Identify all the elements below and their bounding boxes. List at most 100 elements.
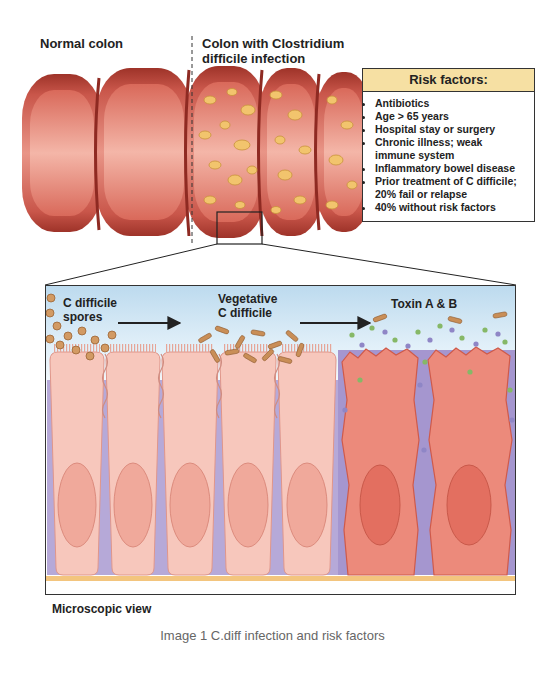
toxin-dot xyxy=(507,387,512,392)
risk-item: 40% without risk factors xyxy=(375,201,522,214)
plaque xyxy=(247,166,257,174)
risk-item: Age > 65 years xyxy=(375,110,522,123)
bacterium-rod xyxy=(235,335,246,349)
zoom-box xyxy=(217,212,262,244)
plaque xyxy=(278,170,292,180)
toxin-dot xyxy=(449,327,454,332)
bullet-list: AntibioticsAge > 65 yearsHospital stay o… xyxy=(363,92,534,214)
figure-caption: Image 1 C.diff infection and risk factor… xyxy=(0,628,545,643)
plaque xyxy=(209,161,221,169)
plaque xyxy=(271,207,281,214)
toxin-dot xyxy=(421,447,426,452)
toxin-dot xyxy=(467,369,472,374)
spore xyxy=(56,341,64,349)
region-label: Normal colon xyxy=(40,36,180,51)
toxin-dot xyxy=(349,332,354,337)
toxin-dot xyxy=(482,327,487,332)
spore xyxy=(72,346,80,354)
divider-line xyxy=(192,36,193,246)
view-label: Microscopic view xyxy=(52,602,252,616)
cell-nucleus xyxy=(360,465,400,545)
cell-membrane xyxy=(217,354,222,418)
bacterium-rod xyxy=(215,326,230,335)
stage-label: C difficile spores xyxy=(63,296,125,324)
toxin-dot xyxy=(415,329,420,334)
plaque xyxy=(294,196,306,204)
colon-fold xyxy=(96,78,100,230)
bacterium-rod xyxy=(261,348,274,361)
cell-nucleus xyxy=(287,463,327,547)
toxin-dot xyxy=(422,359,427,364)
toxin-dot xyxy=(509,417,514,422)
plaque xyxy=(204,96,216,104)
bacterium-rod xyxy=(493,312,508,319)
colon-lining xyxy=(194,82,258,222)
microvilli xyxy=(282,344,332,352)
bacterium-rod xyxy=(268,341,283,350)
bacterium-rod xyxy=(296,343,305,358)
box-heading: Risk factors: xyxy=(363,69,534,92)
bacterium-rod xyxy=(243,353,257,364)
toxin-dot xyxy=(495,331,500,336)
colon-lining xyxy=(30,90,94,216)
toxin-dot xyxy=(502,339,507,344)
risk-item: Chronic illness; weak immune system xyxy=(375,136,522,162)
bacterium-rod xyxy=(225,349,240,356)
spore xyxy=(91,336,99,344)
epithelial-cell xyxy=(50,352,104,575)
spore xyxy=(86,352,94,360)
process-arrow xyxy=(118,322,180,324)
bacterium-rod xyxy=(278,356,293,364)
colon-segment xyxy=(96,68,192,236)
plaque xyxy=(241,105,255,115)
toxin-dot xyxy=(392,337,397,342)
spore xyxy=(64,332,72,340)
microscopic-panel: C difficile spores Vegetative C difficile… xyxy=(45,285,516,595)
plaque xyxy=(204,196,216,204)
damaged-cell xyxy=(342,348,419,575)
risk-item: Inflammatory bowel disease xyxy=(375,162,522,175)
plaque xyxy=(347,181,357,189)
plaque xyxy=(235,202,245,209)
stage-label: Toxin A & B xyxy=(391,297,501,311)
spore xyxy=(53,322,61,330)
toxin-dot xyxy=(417,382,422,387)
plaque xyxy=(275,136,285,144)
epithelial-cell xyxy=(220,352,276,575)
spore xyxy=(46,309,54,317)
colon-segment xyxy=(259,68,323,236)
plaque xyxy=(326,201,338,209)
toxin-dot xyxy=(357,377,362,382)
spore xyxy=(108,331,116,339)
plaque xyxy=(341,121,353,129)
cell-membrane xyxy=(103,354,108,418)
plaque xyxy=(327,96,337,104)
spore xyxy=(101,344,109,352)
panel-background xyxy=(45,285,516,595)
spore xyxy=(78,327,86,335)
plaque xyxy=(288,110,302,120)
cell-nucleus xyxy=(228,463,268,547)
toxin-dot xyxy=(369,325,374,330)
microvilli xyxy=(166,344,214,352)
plaque xyxy=(227,89,237,96)
cell-membrane xyxy=(159,354,164,418)
microvilli xyxy=(110,344,156,352)
risk-factor-box: Risk factors:AntibioticsAge > 65 yearsHo… xyxy=(362,68,535,222)
bacterium-rod xyxy=(251,330,266,337)
stage-label: Vegetative C difficile xyxy=(218,292,288,320)
spore xyxy=(47,294,55,302)
toxin-dot xyxy=(359,342,364,347)
plaque xyxy=(228,175,242,185)
cell-nucleus xyxy=(58,463,96,547)
toxin-dot xyxy=(437,323,442,328)
risk-item: Prior treatment of C difficile; 20% fail… xyxy=(375,175,522,201)
toxin-dot xyxy=(427,337,432,342)
epithelial-cell xyxy=(278,352,336,575)
colon-lining xyxy=(104,84,184,220)
plaque xyxy=(329,155,343,165)
risk-item: Antibiotics xyxy=(375,97,522,110)
